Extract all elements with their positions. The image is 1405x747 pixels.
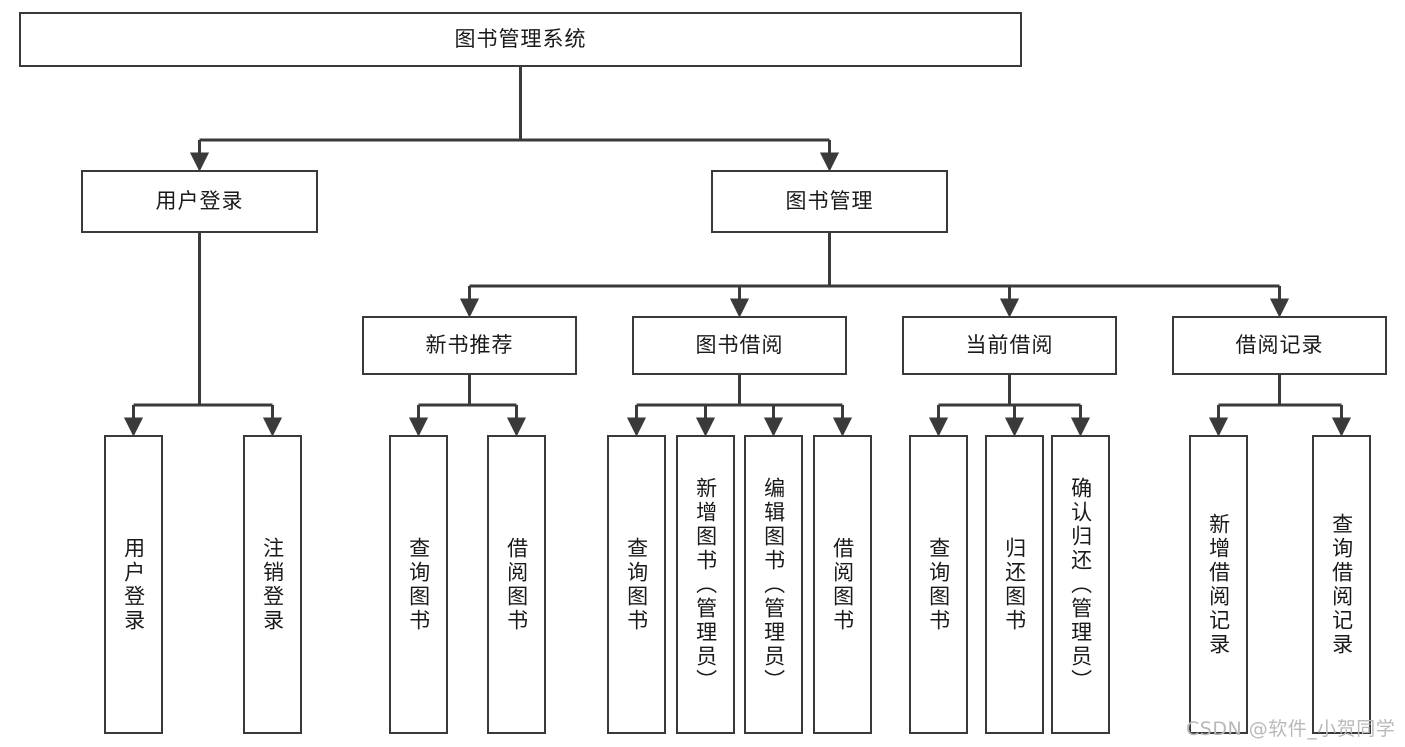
node-leaf-borrow-book-1[interactable]: 借阅图书: [487, 435, 546, 734]
node-leaf-confirm-return-admin[interactable]: 确认归还（管理员）: [1051, 435, 1110, 734]
node-leaf-query-borrow-record[interactable]: 查询借阅记录: [1312, 435, 1371, 734]
node-label: 编辑图书（管理员）: [761, 476, 786, 693]
node-label: 图书借阅: [695, 332, 784, 357]
node-leaf-borrow-book-2[interactable]: 借阅图书: [813, 435, 872, 734]
node-label: 图书管理系统: [454, 26, 587, 51]
node-book-manage[interactable]: 图书管理: [711, 170, 948, 233]
node-label: 确认归还（管理员）: [1068, 476, 1093, 693]
node-label: 图书管理: [785, 188, 874, 213]
node-label: 查询借阅记录: [1329, 512, 1354, 657]
node-leaf-query-book-2[interactable]: 查询图书: [607, 435, 666, 734]
node-borrow-record[interactable]: 借阅记录: [1172, 316, 1387, 375]
node-label: 查询图书: [624, 536, 649, 633]
node-leaf-edit-book-admin[interactable]: 编辑图书（管理员）: [744, 435, 803, 734]
node-label: 当前借阅: [965, 332, 1054, 357]
node-label: 借阅图书: [504, 536, 529, 633]
node-label: 新增图书（管理员）: [693, 476, 718, 693]
node-label: 新增借阅记录: [1206, 512, 1231, 657]
node-leaf-query-book-3[interactable]: 查询图书: [909, 435, 968, 734]
node-leaf-add-borrow-record[interactable]: 新增借阅记录: [1189, 435, 1248, 734]
csdn-watermark: CSDN @软件_小贺同学: [1186, 718, 1396, 740]
node-book-borrow[interactable]: 图书借阅: [632, 316, 847, 375]
node-label: 查询图书: [406, 536, 431, 633]
node-leaf-user-login[interactable]: 用户登录: [104, 435, 163, 734]
node-leaf-return-book[interactable]: 归还图书: [985, 435, 1044, 734]
node-label: 查询图书: [926, 536, 951, 633]
node-leaf-add-book-admin[interactable]: 新增图书（管理员）: [676, 435, 735, 734]
node-leaf-user-logout[interactable]: 注销登录: [243, 435, 302, 734]
node-new-book-recommend[interactable]: 新书推荐: [362, 316, 577, 375]
node-label: 用户登录: [155, 188, 244, 213]
node-label: 新书推荐: [425, 332, 514, 357]
node-label: 借阅图书: [830, 536, 855, 633]
node-label: 注销登录: [260, 536, 285, 633]
node-label: 借阅记录: [1235, 332, 1324, 357]
node-root[interactable]: 图书管理系统: [19, 12, 1022, 67]
node-label: 用户登录: [121, 536, 146, 633]
node-user-login[interactable]: 用户登录: [81, 170, 318, 233]
node-current-borrow[interactable]: 当前借阅: [902, 316, 1117, 375]
node-leaf-query-book-1[interactable]: 查询图书: [389, 435, 448, 734]
node-label: 归还图书: [1002, 536, 1027, 633]
